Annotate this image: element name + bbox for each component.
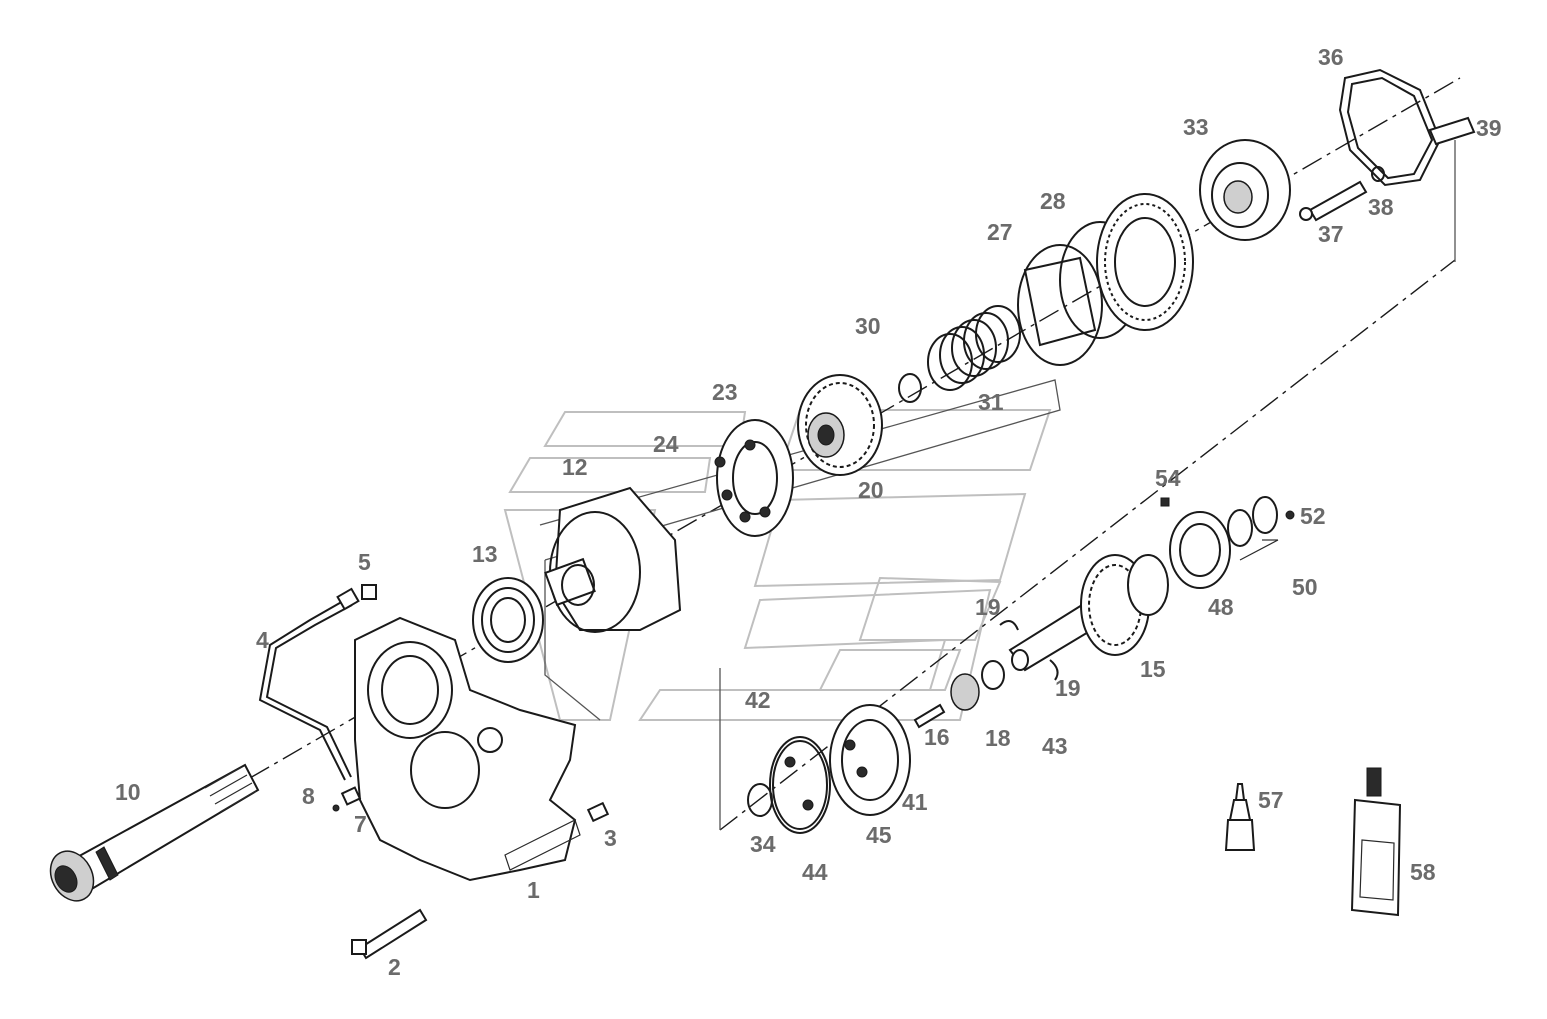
label-3: 3 — [604, 825, 617, 851]
label-8: 8 — [302, 783, 315, 809]
label-20: 20 — [858, 477, 884, 503]
label-54: 54 — [1155, 465, 1181, 491]
label-38: 38 — [1368, 194, 1394, 220]
label-34: 34 — [750, 831, 776, 857]
label-5: 5 — [358, 549, 371, 575]
label-18: 18 — [985, 725, 1011, 751]
small-hardware — [332, 584, 610, 960]
part-57-58-bottles — [1224, 767, 1402, 917]
part-4-pipe — [258, 587, 360, 781]
label-27: 27 — [987, 219, 1013, 245]
label-2: 2 — [388, 954, 401, 980]
part-13-seal — [472, 577, 544, 663]
label-10: 10 — [115, 779, 141, 805]
part-36-39-gasket-bolt — [1299, 68, 1476, 222]
part-labels: 1 2 3 4 5 7 8 10 12 13 15 16 18 19 19 20… — [115, 44, 1502, 980]
part-1-housing — [354, 616, 581, 882]
label-41: 41 — [902, 789, 928, 815]
label-7: 7 — [354, 811, 367, 837]
label-13: 13 — [472, 541, 498, 567]
label-33: 33 — [1183, 114, 1209, 140]
label-58: 58 — [1410, 859, 1436, 885]
label-15: 15 — [1140, 656, 1166, 682]
label-31: 31 — [978, 389, 1004, 415]
label-39: 39 — [1476, 115, 1502, 141]
label-19-lower: 19 — [1055, 675, 1081, 701]
label-37: 37 — [1318, 221, 1344, 247]
part-12-drum — [544, 486, 682, 633]
label-43: 43 — [1042, 733, 1068, 759]
label-4: 4 — [256, 627, 269, 653]
label-48: 48 — [1208, 594, 1234, 620]
part-33-cover — [1199, 139, 1291, 241]
part-20-gear — [797, 374, 883, 476]
label-45: 45 — [866, 822, 892, 848]
label-30: 30 — [855, 313, 881, 339]
part-30-31-ring-springs — [898, 305, 1021, 403]
label-52: 52 — [1300, 503, 1326, 529]
label-44: 44 — [802, 859, 828, 885]
part-48-bearing-rings — [1160, 496, 1295, 589]
label-1: 1 — [527, 877, 540, 903]
label-16: 16 — [924, 724, 950, 750]
part-10-input-shaft — [49, 763, 260, 902]
part-41-cover-assembly — [747, 704, 911, 834]
label-50: 50 — [1292, 574, 1318, 600]
label-12: 12 — [562, 454, 588, 480]
part-23-plate — [714, 419, 794, 537]
label-42: 42 — [745, 687, 771, 713]
label-23: 23 — [712, 379, 738, 405]
label-19-upper: 19 — [975, 594, 1001, 620]
label-36: 36 — [1318, 44, 1344, 70]
part-27-28-clutch-pack — [1017, 193, 1194, 366]
label-57: 57 — [1258, 787, 1284, 813]
label-28: 28 — [1040, 188, 1066, 214]
part-15-shaft-gear — [913, 554, 1169, 729]
label-24: 24 — [653, 431, 679, 457]
